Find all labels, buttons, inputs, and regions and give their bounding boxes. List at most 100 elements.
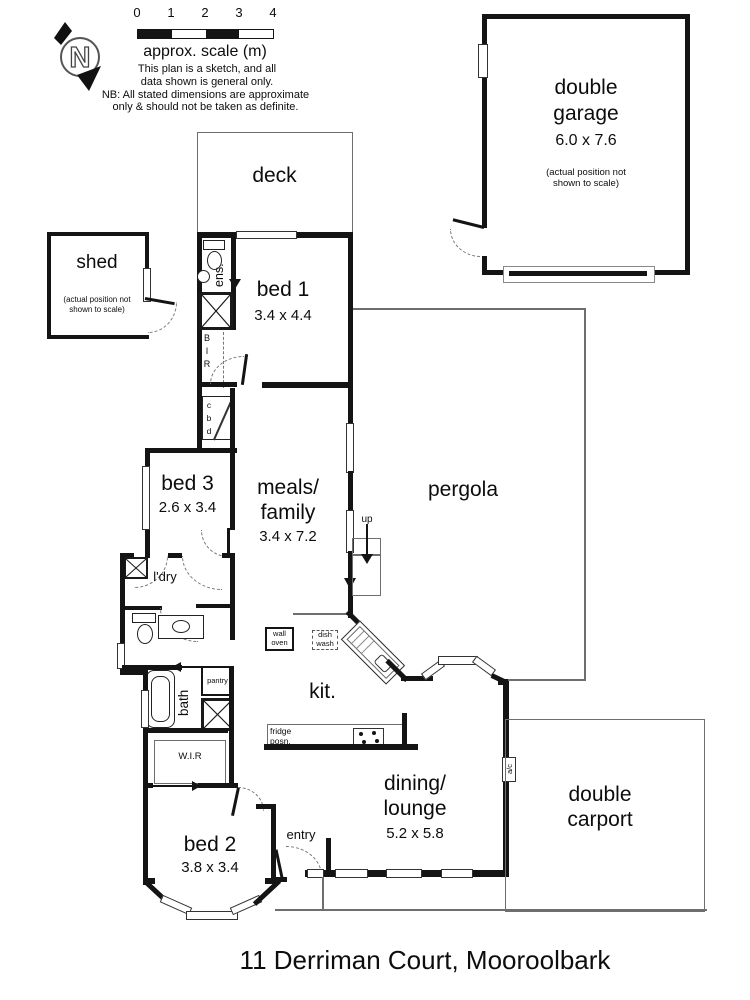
room-name-entry: entry: [286, 827, 316, 842]
wall-oven-label-line2: oven: [271, 638, 288, 647]
laundry-trough-icon: [124, 557, 148, 579]
wall: [143, 783, 153, 788]
scale-bar-segment: [171, 30, 206, 38]
door-swing-arc: [210, 356, 244, 384]
wall: [262, 382, 353, 388]
window: [386, 869, 422, 878]
wall: [47, 232, 149, 236]
hall-arrow-line: [180, 666, 202, 668]
bench-line: [293, 613, 347, 615]
garage-note-line1: (actual position not: [546, 167, 626, 178]
up-label: up: [361, 514, 373, 525]
fridge-label-line2: posn.: [270, 736, 291, 746]
window: [141, 690, 149, 728]
north-letter: N: [70, 42, 91, 74]
scale-tick-4: 4: [269, 5, 277, 20]
garage-note-line2: shown to scale): [552, 178, 619, 189]
bir-letter: B: [203, 333, 210, 343]
nb-note-line2: only & should not be taken as definite.: [112, 101, 299, 113]
wall: [482, 270, 508, 275]
pergola-outline: [353, 308, 586, 310]
wall: [230, 388, 235, 530]
scale-tick-0: 0: [133, 5, 141, 20]
window: [117, 643, 125, 669]
wall: [650, 270, 690, 275]
room-name-bed3: bed 3: [161, 472, 214, 495]
fridge-label-line1: fridge: [270, 726, 292, 736]
wall: [271, 877, 287, 882]
up-arrow-line: [366, 524, 368, 556]
window: [307, 869, 324, 878]
toilet-bowl-icon: [207, 251, 222, 270]
room-name-carport-line2: carport: [567, 808, 633, 831]
wall: [256, 804, 276, 809]
porch-outline: [322, 877, 324, 911]
scale-bar-segment: [138, 30, 172, 38]
wall: [348, 388, 353, 425]
built-in-robe-label: B I R: [201, 332, 213, 371]
wall-oven-label-line1: wall: [273, 629, 286, 639]
room-name-shed: shed: [76, 252, 118, 273]
wall: [197, 382, 237, 387]
sketch-note-line2: data shown is general only.: [140, 76, 274, 88]
cbd-letter: d: [206, 426, 212, 436]
room-name-meals-line2: family: [260, 501, 316, 524]
wall: [685, 14, 690, 275]
room-name-ldry: l'dry: [153, 569, 177, 584]
bathtub-inner: [151, 676, 170, 722]
scale-caption: approx. scale (m): [143, 43, 267, 60]
window: [143, 268, 151, 302]
room-name-bed2: bed 2: [183, 833, 237, 856]
room-name-pantry: pantry: [207, 675, 228, 685]
room-dims-bed3: 2.6 x 3.4: [158, 499, 217, 516]
compass-pointer: [77, 66, 101, 91]
wall: [120, 670, 148, 675]
door-leaf: [452, 218, 485, 229]
wir-arrow-line: [153, 785, 193, 787]
room-name-dining-line2: lounge: [383, 797, 447, 820]
address-title: 11 Derriman Court, Mooroolbark: [239, 945, 611, 975]
burner-dot: [362, 740, 366, 744]
window: [335, 869, 368, 878]
toilet-cistern-icon: [132, 613, 156, 623]
room-dims-bed1: 3.4 x 4.4: [254, 307, 312, 324]
arrow-head-icon: [172, 662, 181, 672]
room-dims-dining: 5.2 x 5.8: [386, 825, 444, 842]
sliding-door-marker: [344, 578, 356, 589]
north-compass-icon: N: [54, 22, 101, 91]
wall: [145, 232, 149, 270]
toilet-cistern-icon: [203, 240, 225, 250]
window: [236, 231, 297, 239]
room-name-bath: bath: [176, 689, 191, 717]
wall: [47, 335, 149, 339]
wall: [348, 471, 353, 512]
scale-tick-1: 1: [167, 5, 175, 20]
wall: [168, 553, 182, 558]
sketch-note-line1: This plan is a sketch, and all: [137, 63, 277, 75]
room-dims-meals: 3.4 x 7.2: [259, 528, 317, 545]
room-name-garage-line2: garage: [553, 102, 619, 125]
sink-inner-line: [346, 625, 400, 680]
pergola-outline: [505, 679, 586, 681]
room-name-pergola: pergola: [427, 478, 499, 501]
window: [142, 466, 150, 530]
room-name-garage-line1: double: [554, 76, 618, 99]
cbd-letter: c: [206, 400, 212, 410]
window: [346, 423, 354, 473]
wall: [348, 232, 353, 388]
wall: [230, 553, 235, 640]
arrow-head-icon: [361, 554, 373, 564]
wall: [229, 666, 234, 788]
arrow-head-icon: [192, 781, 201, 791]
wall: [402, 713, 407, 749]
wall: [271, 804, 276, 882]
shed-note-line2: shown to scale): [69, 305, 125, 314]
bir-letter: R: [203, 359, 211, 369]
wall: [401, 676, 433, 681]
dishwasher-label-line1: dish: [318, 630, 332, 640]
burner-dot: [359, 732, 363, 736]
wall: [482, 14, 690, 19]
room-name-kitchen: kit.: [309, 680, 336, 703]
room-dims-bed2: 3.8 x 3.4: [181, 859, 239, 876]
wall: [326, 838, 331, 876]
